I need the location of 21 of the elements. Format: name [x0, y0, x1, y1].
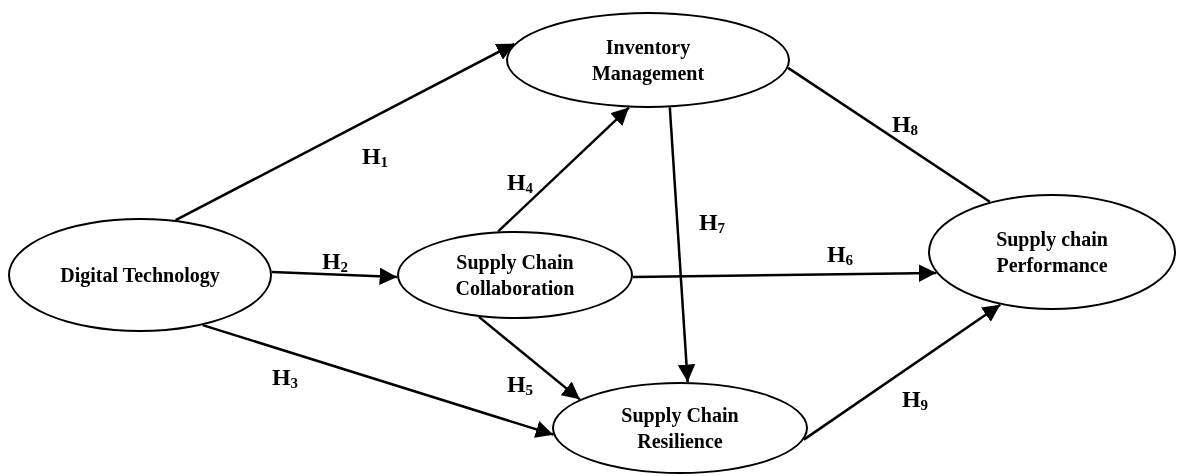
- edge-label: H$_{6}$: [826, 241, 854, 269]
- connector-line: [787, 66, 991, 203]
- edge-label: H$_{5}$: [506, 371, 534, 399]
- arrow: [202, 323, 554, 438]
- arrow: [497, 106, 630, 233]
- node-label: Supply chain Performance: [995, 227, 1109, 278]
- arrow: [668, 107, 696, 383]
- edge-label: H$_{8}$: [891, 111, 919, 139]
- arrow: [803, 303, 1001, 441]
- node-label: Inventory Management: [590, 35, 706, 86]
- arrow: [271, 267, 398, 286]
- node-label: Digital Technology: [60, 263, 220, 288]
- edge-label: H$_{1}$: [361, 143, 389, 171]
- edge-label: H$_{3}$: [271, 364, 299, 392]
- edge-label: H$_{7}$: [698, 209, 726, 237]
- node-label: Supply Chain Collaboration: [454, 250, 576, 301]
- edge-label: H$_{9}$: [901, 386, 929, 414]
- edge-label: H$_{2}$: [321, 248, 349, 276]
- edge-label: H$_{4}$: [506, 169, 534, 197]
- arrow: [632, 264, 937, 282]
- node-label: Supply Chain Resilience: [620, 403, 740, 454]
